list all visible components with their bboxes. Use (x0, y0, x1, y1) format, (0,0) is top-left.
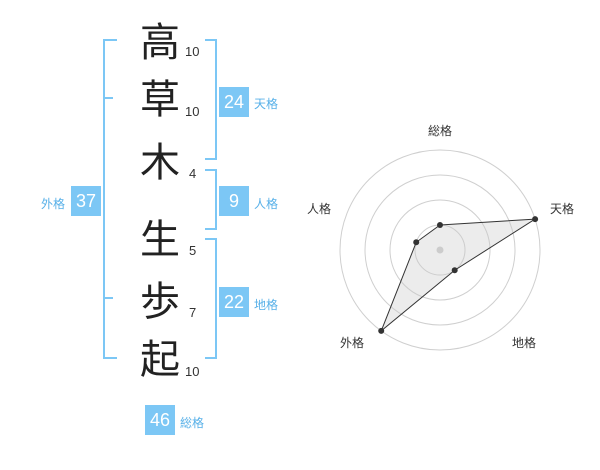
radar-point-0 (437, 222, 443, 228)
soukaku-label: 総格 (180, 416, 205, 430)
chikaku-label: 地格 (254, 298, 279, 312)
jinkaku-label: 人格 (254, 197, 279, 211)
radar-label-gaikaku: 外格 (340, 336, 365, 350)
radar-point-3 (378, 327, 385, 334)
jinkaku-value: 9 (219, 186, 249, 216)
name-char-4: 生 (140, 217, 180, 263)
radar-label-jinkaku: 人格 (307, 202, 332, 216)
name-char-6: 起 (140, 337, 180, 383)
stroke-count-4: 5 (189, 243, 197, 258)
radar-point-4 (413, 239, 420, 246)
radar-polygon (380, 218, 536, 332)
radar-ring (339, 149, 541, 351)
radar-point-2 (451, 267, 458, 274)
radar-center (436, 246, 444, 254)
chikaku-value: 22 (219, 287, 249, 317)
tenkaku-label: 天格 (254, 97, 279, 111)
name-char-1: 高 (140, 20, 180, 66)
gaikaku-value: 37 (71, 186, 101, 216)
stroke-count-6: 10 (185, 364, 200, 379)
name-char-2: 草 (140, 77, 180, 123)
tenkaku-bracket (205, 39, 217, 160)
name-char-5: 歩 (140, 279, 180, 325)
gaikaku-label: 外格 (41, 197, 66, 211)
tenkaku-value: 24 (219, 87, 249, 117)
radar-label-chikaku: 地格 (512, 336, 537, 350)
stroke-count-3: 4 (189, 166, 197, 181)
radar-ring (389, 199, 491, 301)
soukaku-value: 46 (145, 405, 175, 435)
radar-point-1 (532, 216, 539, 223)
jinkaku-bracket (205, 169, 217, 230)
stroke-count-5: 7 (189, 305, 197, 320)
chikaku-bracket (205, 238, 217, 359)
stroke-count-1: 10 (185, 44, 200, 59)
gaikaku-bracket (103, 39, 117, 359)
radar-label-soukaku: 総格 (428, 124, 453, 138)
stroke-count-2: 10 (185, 104, 200, 119)
radar-label-tenkaku: 天格 (550, 202, 575, 216)
name-char-3: 木 (140, 140, 180, 186)
radar-ring (364, 174, 516, 326)
